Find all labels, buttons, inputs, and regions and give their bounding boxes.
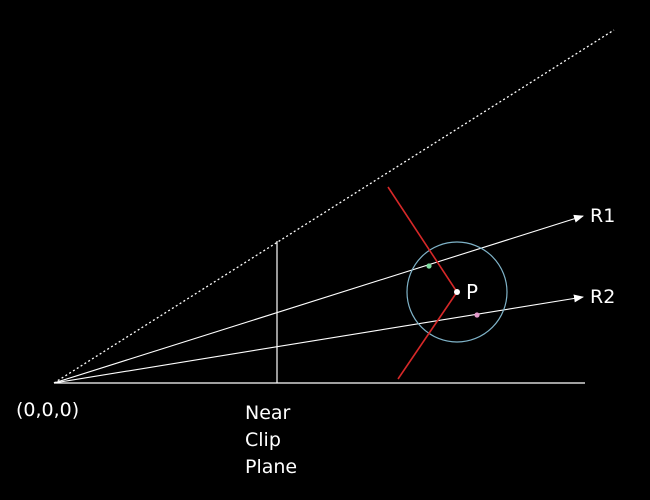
ray1-hit-point [426, 263, 432, 269]
ray-r2 [53, 294, 584, 384]
near-clip-label-line3: Plane [245, 456, 297, 478]
ray-r1-label: R1 [590, 205, 615, 227]
tangent-segment-lower [397, 291, 458, 380]
ray-r2-label: R2 [590, 286, 615, 308]
ray2-hit-point [474, 312, 480, 318]
point-p-label: P [466, 280, 478, 304]
origin-label: (0,0,0) [16, 399, 79, 421]
bounding-circle [406, 241, 508, 343]
near-clip-label-line2: Clip [245, 429, 281, 451]
ray-r1 [53, 214, 584, 384]
frustum-edge-dotted [53, 29, 615, 384]
point-p-marker [454, 289, 460, 295]
near-clip-label-line1: Near [245, 402, 291, 424]
tangent-segment-upper [387, 186, 458, 293]
